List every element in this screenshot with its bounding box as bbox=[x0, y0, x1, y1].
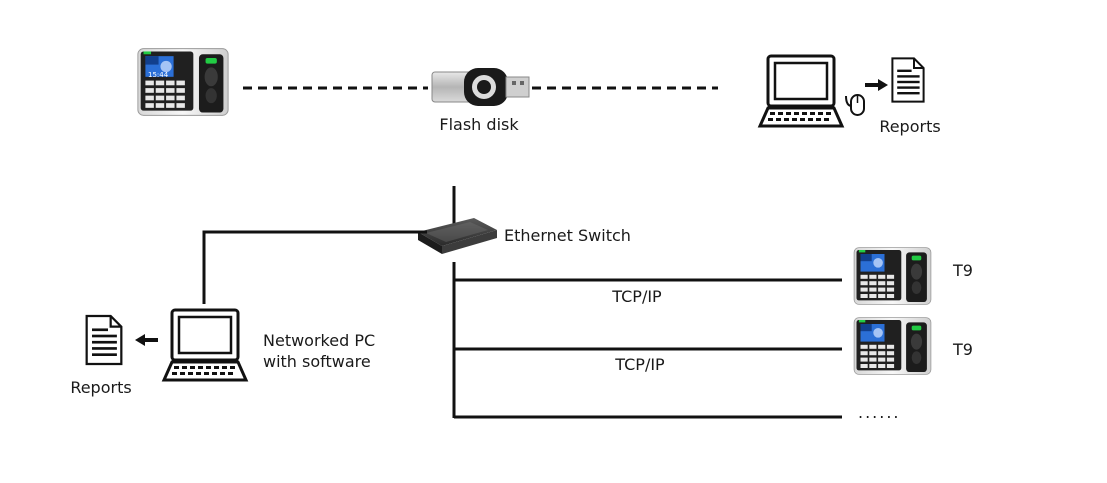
arrow-right-icon bbox=[865, 79, 888, 91]
networked-pc-label-line2: with software bbox=[263, 352, 371, 371]
terminal-offline: 15:44 bbox=[137, 48, 229, 116]
t9-label-2: T9 bbox=[952, 340, 973, 359]
networked-pc-laptop-icon bbox=[162, 308, 248, 382]
t9-label-1: T9 bbox=[952, 261, 973, 280]
pc-top-laptop-icon bbox=[758, 54, 844, 128]
fingerprint-terminal-icon bbox=[137, 48, 229, 116]
arrow-left-icon bbox=[135, 334, 158, 346]
terminal-clock: 15:44 bbox=[148, 71, 169, 79]
report-top-icon bbox=[891, 57, 925, 103]
reports-top-label: Reports bbox=[879, 117, 940, 136]
fingerprint-terminal-icon bbox=[853, 247, 932, 305]
mouse-icon bbox=[845, 94, 865, 116]
networked-pc-label-line1: Networked PC bbox=[263, 331, 375, 350]
usb-flash-drive-icon bbox=[431, 68, 530, 106]
ethernet-switch-icon bbox=[418, 186, 497, 254]
report-left-icon bbox=[85, 314, 123, 366]
tcpip-label-1: TCP/IP bbox=[611, 287, 662, 306]
t9-terminal-1 bbox=[853, 247, 932, 305]
flash-disk-label: Flash disk bbox=[439, 115, 519, 134]
fingerprint-terminal-icon bbox=[853, 317, 932, 375]
more-devices-ellipsis: ...... bbox=[858, 403, 901, 422]
t9-terminal-2 bbox=[853, 317, 932, 375]
tcpip-label-2: TCP/IP bbox=[614, 355, 665, 374]
ethernet-switch-label: Ethernet Switch bbox=[504, 226, 631, 245]
reports-left-label: Reports bbox=[70, 378, 131, 397]
pc-switch-cable bbox=[202, 230, 427, 304]
